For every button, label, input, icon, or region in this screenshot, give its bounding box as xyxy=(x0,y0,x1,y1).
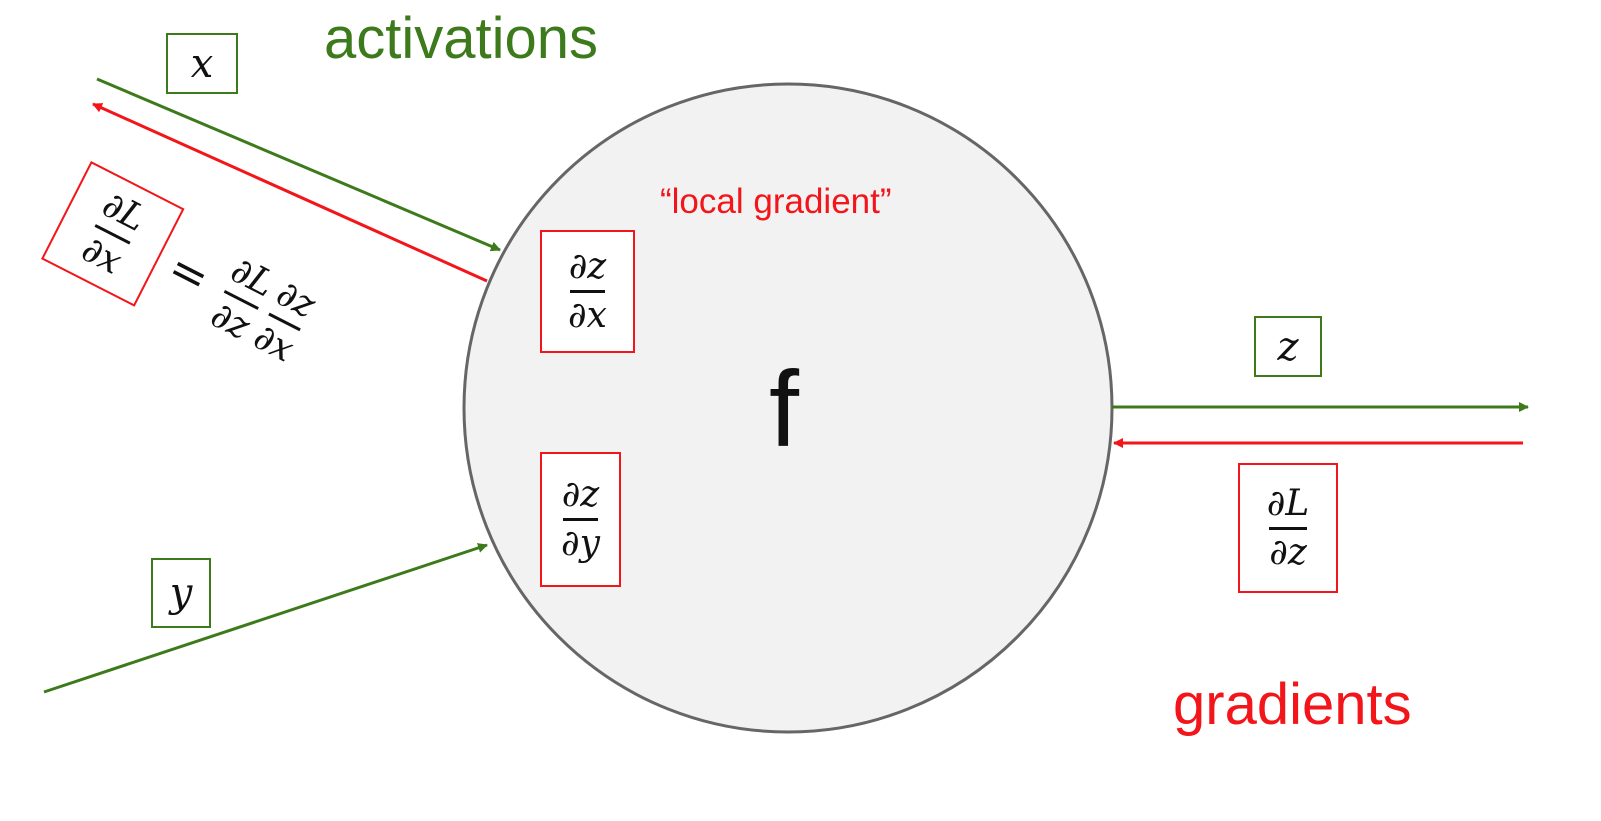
dz-dx-numerator: ∂z xyxy=(568,246,607,288)
fraction-bar xyxy=(563,518,598,521)
activations-label: activations xyxy=(324,6,599,71)
dz-dx-denominator: ∂x xyxy=(568,295,607,336)
output-z-symbol: z xyxy=(1277,323,1299,370)
fraction-bar xyxy=(1268,526,1308,530)
dz-dx-fraction: ∂z ∂x xyxy=(568,248,607,335)
dz-dy-denominator: ∂y xyxy=(561,523,600,564)
dl-dx-fraction: ∂L ∂x xyxy=(74,184,152,282)
equals-sign: = xyxy=(159,239,219,306)
input-y-symbol: y xyxy=(169,570,193,616)
upstream-gradient-dl-dz-box: ∂L ∂z xyxy=(1238,463,1338,593)
dl-dz-fraction: ∂L ∂z xyxy=(1266,482,1310,573)
x-gradient-arrow xyxy=(92,102,488,283)
output-z-box: z xyxy=(1254,316,1322,377)
dl-dz-numerator: ∂L xyxy=(1266,482,1310,524)
fraction-bar xyxy=(570,290,605,293)
local-gradient-dz-dy-box: ∂z ∂y xyxy=(540,452,621,587)
y-activation-arrow xyxy=(43,543,488,694)
input-y-box: y xyxy=(151,558,211,628)
x-activation-arrow xyxy=(96,77,501,252)
dl-dz-denominator: ∂z xyxy=(1269,531,1307,573)
dz-dy-fraction: ∂z ∂y xyxy=(561,476,600,563)
input-x-box: x xyxy=(166,33,238,94)
gradients-label: gradients xyxy=(1173,672,1412,737)
dz-dy-numerator: ∂z xyxy=(561,474,600,516)
local-gradient-dz-dx-box: ∂z ∂x xyxy=(540,230,635,353)
node-function-label: f xyxy=(769,348,800,469)
input-x-symbol: x xyxy=(190,40,214,87)
local-gradient-label: “local gradient” xyxy=(660,182,892,221)
